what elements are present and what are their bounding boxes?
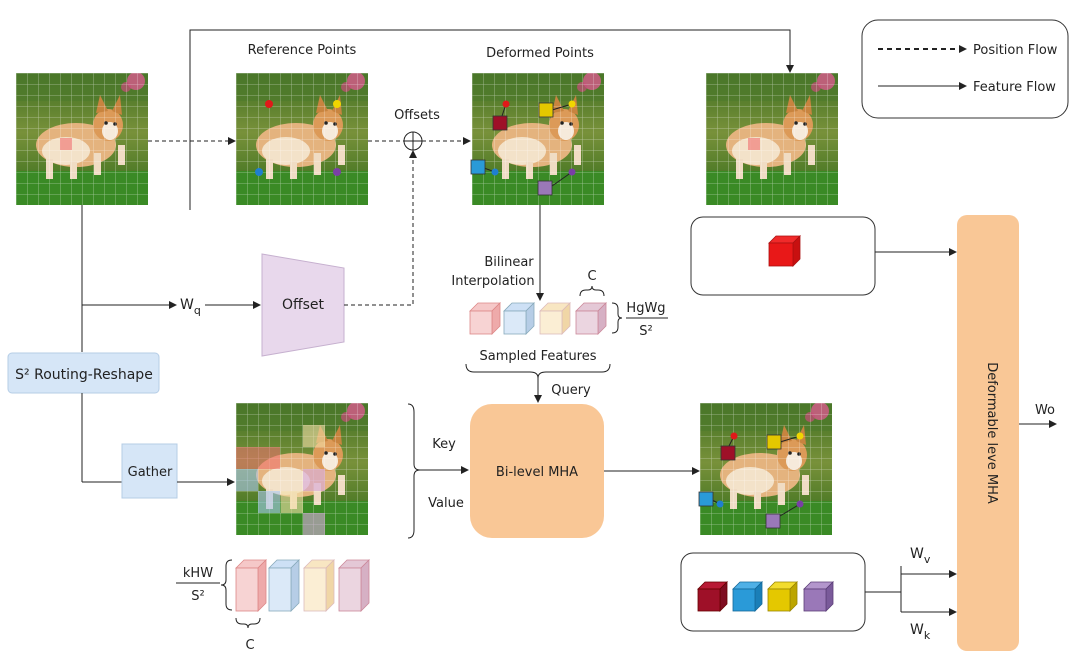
red-cube-icon: [768, 235, 801, 267]
wv-label: Wv: [910, 546, 931, 566]
source-image: [16, 73, 148, 205]
kv-cubes: [697, 581, 834, 612]
ref-point-red: [265, 100, 273, 108]
reference-points-image: [236, 73, 368, 205]
sampled-cube-purple: [575, 302, 607, 335]
khw-denominator: S²: [191, 589, 204, 604]
hgwg-brace: [611, 302, 623, 334]
kv-bracket: [407, 403, 421, 539]
legend-position-flow-label: Position Flow: [973, 43, 1058, 58]
bilevel-mha-block: [470, 404, 604, 538]
deformed-points-title: Deformed Points: [486, 46, 594, 61]
output-position-image: [706, 73, 838, 205]
offsets-label: Offsets: [394, 108, 440, 123]
key-label: Key: [432, 437, 456, 452]
khw-numerator: kHW: [183, 566, 213, 581]
offset-to-add-arrow: [344, 150, 417, 306]
bilinear-label-1: Bilinear: [484, 255, 534, 270]
c-top-brace: [579, 285, 605, 297]
reference-points-title: Reference Points: [248, 43, 357, 58]
wo-label: Wo: [1035, 403, 1055, 418]
yellow-cube-icon: [767, 581, 798, 612]
query-label: Query: [551, 383, 591, 398]
sampled-features-cubes: [469, 302, 607, 335]
wq-label: Wq: [180, 297, 201, 317]
hgwg-denominator: S²: [639, 324, 652, 339]
gathered-cube-blue: [268, 559, 300, 612]
ref-point-purple: [333, 168, 341, 176]
legend-feature-flow-label: Feature Flow: [973, 80, 1056, 95]
ref-point-blue: [255, 168, 263, 176]
ref-point-yellow: [333, 100, 341, 108]
sampled-features-label: Sampled Features: [479, 349, 596, 364]
offset-block-label: Offset: [282, 297, 325, 313]
bilinear-label-2: Interpolation: [451, 274, 534, 289]
wk-label: Wk: [910, 622, 931, 642]
darkred-cube-icon: [697, 581, 728, 612]
gathered-cube-purple: [338, 559, 370, 612]
khw-brace: [220, 559, 233, 611]
deformable-mha-label: Deformable leve MHA: [984, 362, 999, 504]
gathered-image: [236, 403, 368, 535]
legend-box: [861, 19, 1069, 119]
gather-label: Gather: [128, 465, 173, 480]
deformable-mha-block: [957, 215, 1019, 651]
sampled-cube-yellow: [539, 302, 571, 335]
c-bottom-brace: [235, 617, 261, 629]
routing-reshape-label: S² Routing-Reshape: [15, 367, 153, 383]
output-deformed-image: [698, 403, 832, 535]
routing-reshape-block: [7, 352, 160, 394]
c-bottom-label: C: [245, 638, 254, 653]
gathered-cube-red: [235, 559, 267, 612]
sampled-cube-red: [469, 302, 501, 335]
hgwg-numerator: HgWg: [626, 301, 665, 316]
blue-cube-icon: [732, 581, 763, 612]
top-position-path: [189, 29, 794, 210]
gathered-features-cubes: [235, 559, 370, 612]
value-label: Value: [428, 496, 464, 511]
bilevel-mha-label: Bi-level MHA: [496, 465, 578, 480]
c-top-label: C: [587, 269, 596, 284]
deformed-points-image: [470, 73, 604, 205]
sampled-features-brace: [465, 363, 611, 379]
offset-block: [261, 253, 345, 357]
purple-cube-icon: [803, 581, 834, 612]
gathered-cube-yellow: [303, 559, 335, 612]
gather-block: [121, 443, 178, 499]
sampled-cube-blue: [503, 302, 535, 335]
